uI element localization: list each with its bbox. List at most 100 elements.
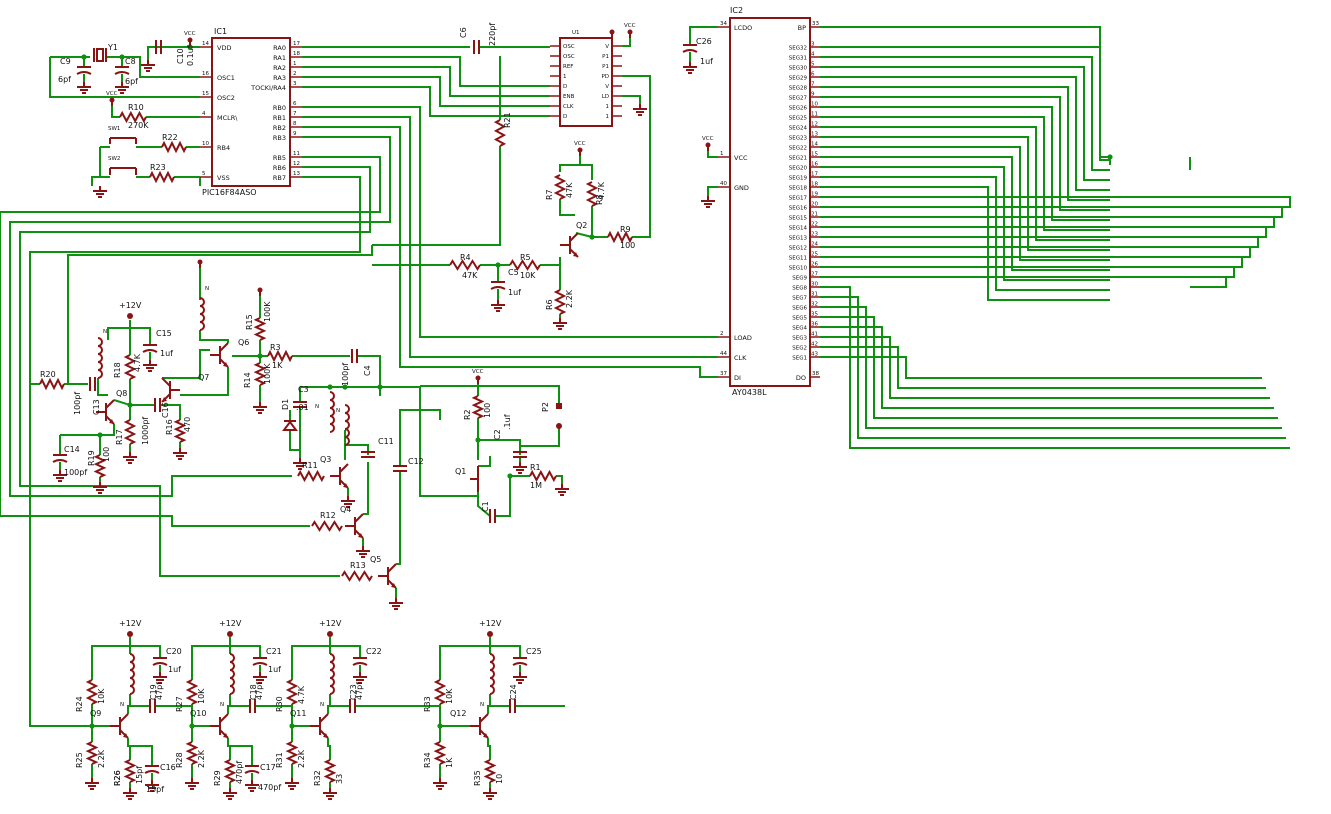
c24-label: C24 bbox=[509, 684, 518, 700]
ic2-seg-num: 43 bbox=[811, 352, 818, 358]
wire bbox=[487, 702, 491, 714]
r26-label: R26 bbox=[113, 770, 122, 786]
ic1-pin-num: 18 bbox=[293, 51, 300, 57]
ic2-seg-name: SEG19 bbox=[789, 176, 808, 182]
wire bbox=[820, 126, 1110, 241]
r14v-label: 100K bbox=[263, 363, 272, 384]
ic1-pin-num: 14 bbox=[202, 41, 209, 47]
ic2-seg-name: SEG29 bbox=[789, 76, 808, 82]
wire bbox=[100, 424, 115, 436]
label: VCC bbox=[574, 141, 586, 147]
ic1-pin-name: RB7 bbox=[273, 174, 286, 182]
ic2-seg-name: SEG21 bbox=[789, 156, 807, 162]
electrolytic-cap bbox=[152, 662, 168, 666]
c4v-label: 100pf bbox=[341, 363, 350, 386]
ic1-pin-num: 12 bbox=[293, 161, 300, 167]
u1-pin-name: OSC bbox=[563, 44, 575, 50]
label: VCC bbox=[624, 23, 636, 29]
q6-label: Q6 bbox=[238, 338, 249, 347]
v12-label: +12V bbox=[119, 619, 142, 628]
emitter-arrow bbox=[109, 419, 114, 424]
wire bbox=[820, 346, 1266, 389]
ic1-pin-num: 2 bbox=[293, 71, 297, 77]
u1-pin-name: PD bbox=[601, 74, 609, 80]
ic2-seg-name: SEG32 bbox=[789, 46, 807, 52]
ic2-value: AY0438L bbox=[732, 388, 767, 397]
c2v-label: .1uf bbox=[503, 414, 512, 430]
ic2-seg-name: SEG8 bbox=[792, 286, 807, 292]
wire bbox=[820, 306, 1282, 429]
q1-label: Q1 bbox=[455, 467, 466, 476]
ic2-pin-num: 38 bbox=[812, 371, 819, 377]
u1-pin-name: D bbox=[563, 114, 567, 120]
u1-pin-name: P1 bbox=[602, 54, 609, 60]
wire bbox=[820, 216, 1275, 228]
q11-label: Q11 bbox=[290, 709, 306, 718]
q12-label: Q12 bbox=[450, 709, 466, 718]
ic1-pin-name: RB0 bbox=[273, 104, 286, 112]
lead bbox=[219, 342, 229, 352]
wire bbox=[820, 356, 1262, 379]
resistor bbox=[85, 679, 99, 705]
emitter-arrow bbox=[573, 252, 578, 257]
r27-label: R27 bbox=[175, 696, 184, 712]
c22-label: C22 bbox=[366, 647, 382, 656]
wire bbox=[820, 116, 1110, 231]
n4-label: N bbox=[336, 408, 340, 414]
components bbox=[39, 29, 715, 800]
c18-label: C18 bbox=[249, 684, 258, 700]
wire bbox=[820, 136, 1110, 251]
c16b-label: C16 bbox=[161, 402, 170, 418]
emitter-arrow bbox=[358, 533, 363, 538]
supply-dot bbox=[327, 631, 333, 637]
wire bbox=[490, 439, 521, 455]
ic2-pin-name: DO bbox=[796, 374, 806, 382]
wire bbox=[9, 136, 391, 497]
r2-label: R2 bbox=[463, 409, 472, 420]
r3-label: R3 bbox=[270, 343, 281, 352]
r31v-label: 2.2K bbox=[297, 749, 306, 768]
wire bbox=[191, 637, 231, 680]
wire bbox=[820, 326, 1274, 409]
emitter-arrow bbox=[323, 733, 328, 738]
wire bbox=[230, 745, 253, 766]
c3-label: C3 bbox=[298, 385, 309, 394]
u1-pin-name: D bbox=[563, 84, 567, 90]
wire bbox=[0, 156, 381, 527]
lead bbox=[479, 713, 489, 723]
resistor bbox=[185, 679, 199, 705]
r14-label: R14 bbox=[243, 372, 252, 388]
r19v-label: 100 bbox=[102, 447, 111, 462]
c1-label: C1 bbox=[481, 501, 490, 512]
r16-label: R16 bbox=[165, 419, 174, 435]
ic1-pin-name: RA1 bbox=[273, 54, 286, 62]
wire bbox=[327, 702, 331, 714]
q3-label: Q3 bbox=[320, 455, 331, 464]
c13v-label: 100pf bbox=[73, 392, 82, 415]
r8-label: R8 bbox=[595, 194, 604, 205]
ic2-seg-name: SEG26 bbox=[789, 106, 808, 112]
resistor bbox=[123, 419, 137, 445]
ic1-pin-name: OSC2 bbox=[217, 94, 235, 102]
ic2-seg-num: 13 bbox=[811, 132, 818, 138]
wire bbox=[487, 738, 491, 760]
ic2-pin-name: DI bbox=[734, 374, 741, 382]
wire bbox=[111, 106, 120, 118]
wire bbox=[820, 46, 1110, 161]
electrolytic-cap bbox=[252, 662, 268, 666]
r15-label: R15 bbox=[245, 314, 254, 330]
wire bbox=[147, 46, 156, 60]
r20-label: R20 bbox=[40, 370, 56, 379]
resistor bbox=[433, 741, 447, 765]
wire bbox=[302, 126, 718, 378]
r13-label: R13 bbox=[350, 561, 366, 570]
wire bbox=[399, 409, 441, 466]
junction-dot bbox=[187, 44, 193, 50]
wire bbox=[60, 434, 101, 455]
ic2-seg-num: 3 bbox=[811, 42, 815, 48]
wire bbox=[291, 637, 331, 680]
ic1-pin-name: TOCKI/RA4 bbox=[250, 84, 286, 92]
wire bbox=[477, 418, 490, 441]
resistor bbox=[253, 317, 267, 341]
c15v-label: 1uf bbox=[160, 349, 173, 358]
